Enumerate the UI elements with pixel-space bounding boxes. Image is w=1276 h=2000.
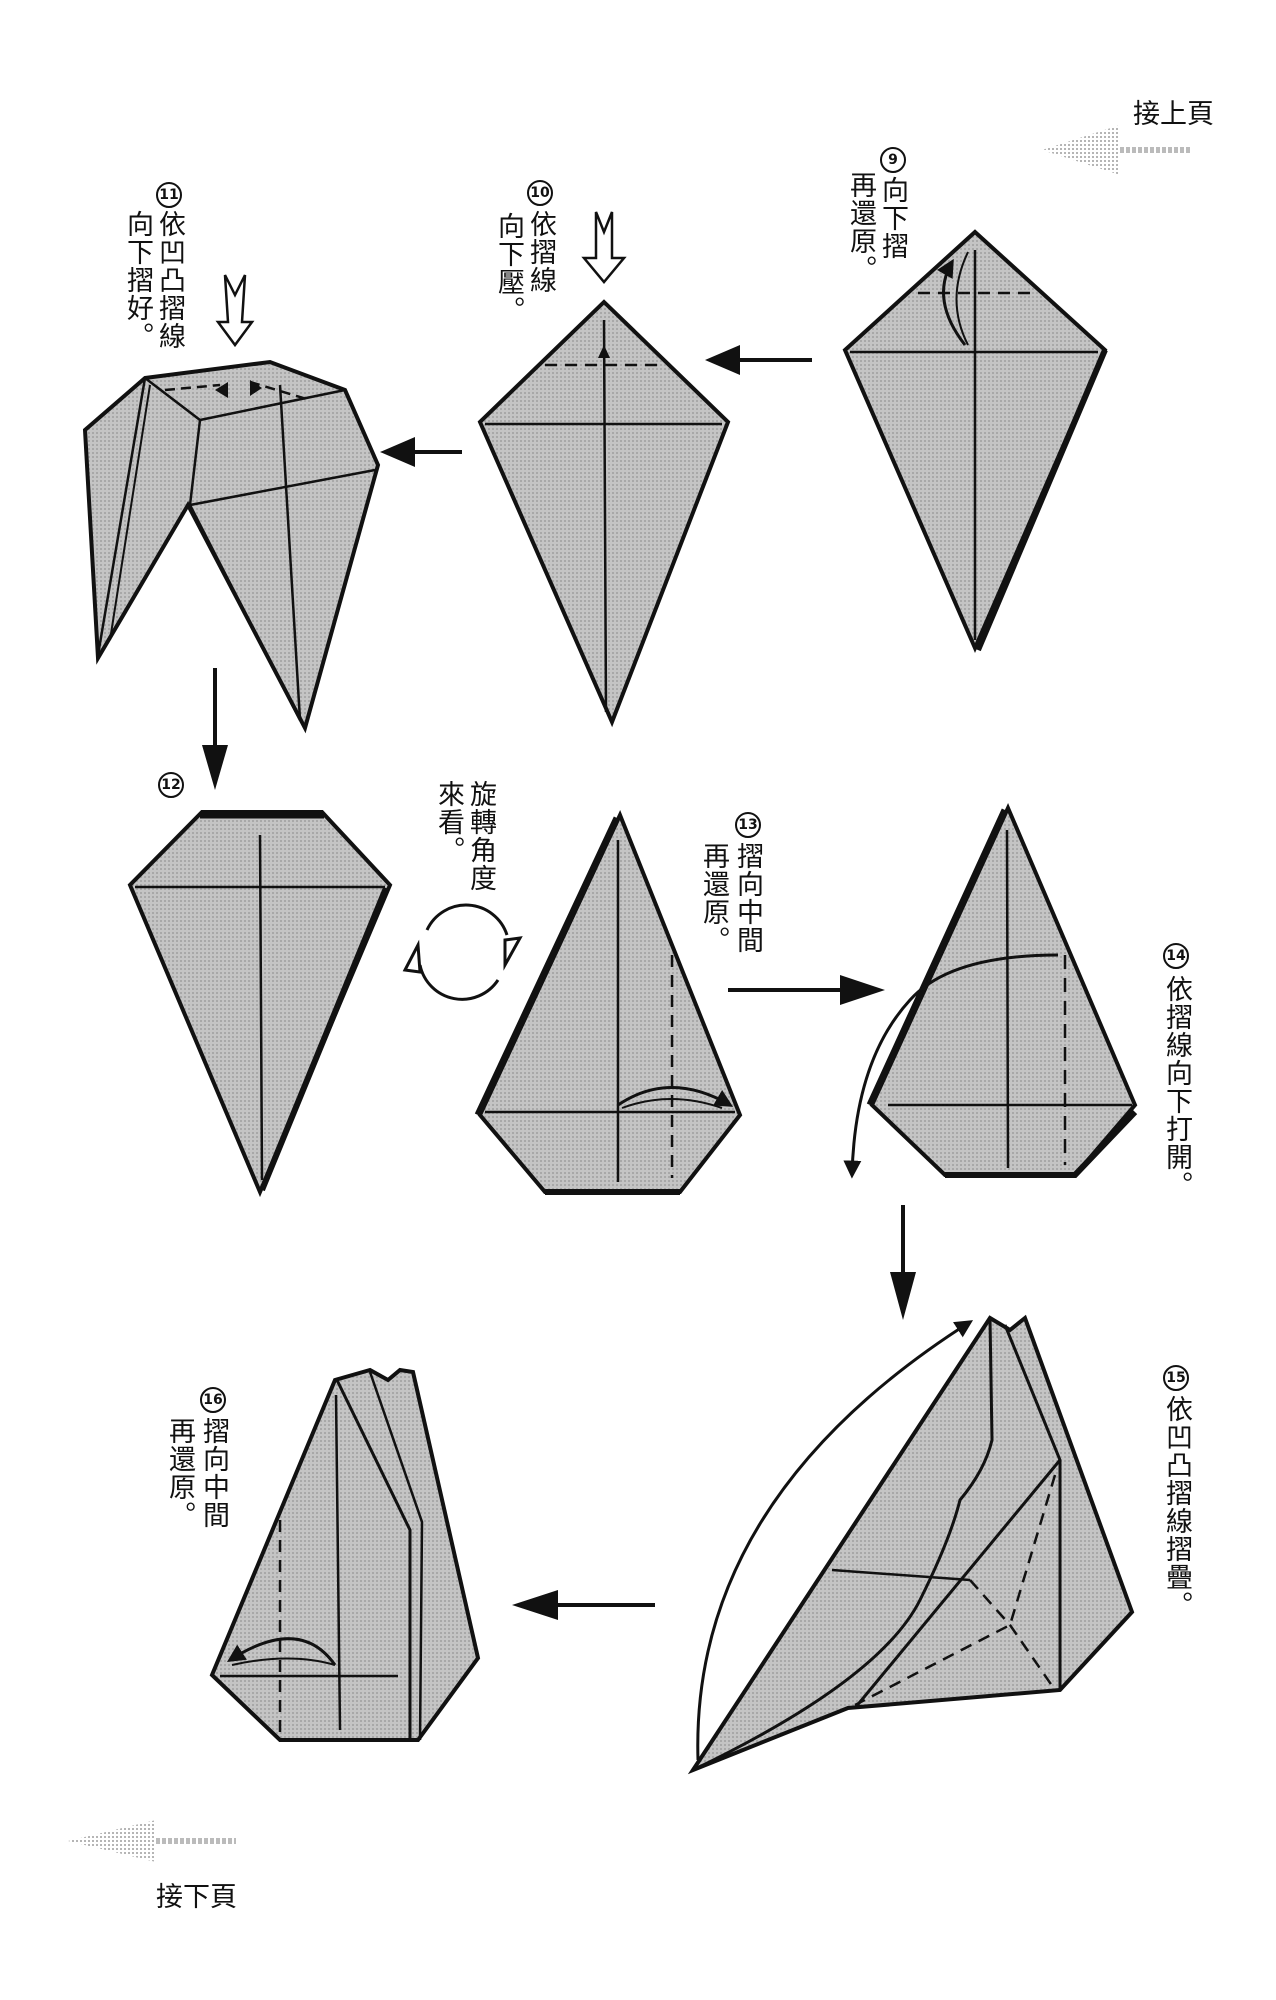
step-11-instruction-line-2: 向下摺好。 <box>122 210 153 350</box>
step-12-figure <box>127 810 393 1198</box>
step-14-instruction: 依摺線向下打開。 <box>1161 975 1192 1199</box>
push-down-arrow-icon <box>581 211 627 284</box>
arrow-down-icon <box>890 1205 916 1320</box>
step-number: 10 <box>527 180 553 206</box>
step-number: 16 <box>200 1387 226 1413</box>
step-16-instruction-line-1: 摺向中間 <box>198 1417 229 1529</box>
step-9-instruction-line-1: 向下摺 <box>877 176 908 260</box>
step-16-figure <box>209 1367 481 1742</box>
arrow-down-icon <box>202 668 228 790</box>
arrow-left-icon <box>512 1590 655 1620</box>
arrow-right-icon <box>728 975 885 1005</box>
step-number: 14 <box>1163 943 1189 969</box>
step-9-instruction-line-2: 再還原。 <box>845 171 876 283</box>
step-number: 12 <box>158 772 184 798</box>
step-13-figure <box>474 809 743 1195</box>
step-14-figure <box>843 803 1138 1179</box>
continued-from-arrow-icon <box>1042 125 1190 175</box>
step-number: 11 <box>156 182 182 208</box>
arrow-left-icon <box>705 345 812 375</box>
step-number: 15 <box>1163 1365 1189 1391</box>
push-down-arrow-icon <box>215 274 255 348</box>
step-11-instruction-line-1: 依凹凸摺線 <box>154 210 185 350</box>
step-number: 13 <box>735 812 761 838</box>
rotate-icon <box>402 903 523 1001</box>
step-10-instruction-line-1: 依摺線 <box>525 210 556 294</box>
step-15-instruction: 依凹凸摺線摺疊。 <box>1161 1395 1192 1619</box>
step-10-figure <box>477 299 731 728</box>
continued-to-label: 接下頁 <box>156 1882 237 1913</box>
continued-to-arrow-icon <box>68 1820 236 1862</box>
continued-from-label: 接上頁 <box>1133 99 1214 130</box>
step-9-figure <box>842 229 1108 654</box>
step-13-instruction-line-1: 摺向中間 <box>732 842 763 954</box>
arrow-left-icon <box>380 437 462 467</box>
step-number: 9 <box>880 147 906 173</box>
rotate-note-line-2: 來看。 <box>433 780 464 864</box>
step-15-figure <box>687 1314 1135 1775</box>
step-13-instruction-line-2: 再還原。 <box>698 842 729 954</box>
step-10-instruction-line-2: 向下壓。 <box>493 212 524 324</box>
step-16-instruction-line-2: 再還原。 <box>164 1417 195 1529</box>
step-11-figure <box>82 359 381 734</box>
rotate-note-line-1: 旋轉角度 <box>465 780 496 892</box>
